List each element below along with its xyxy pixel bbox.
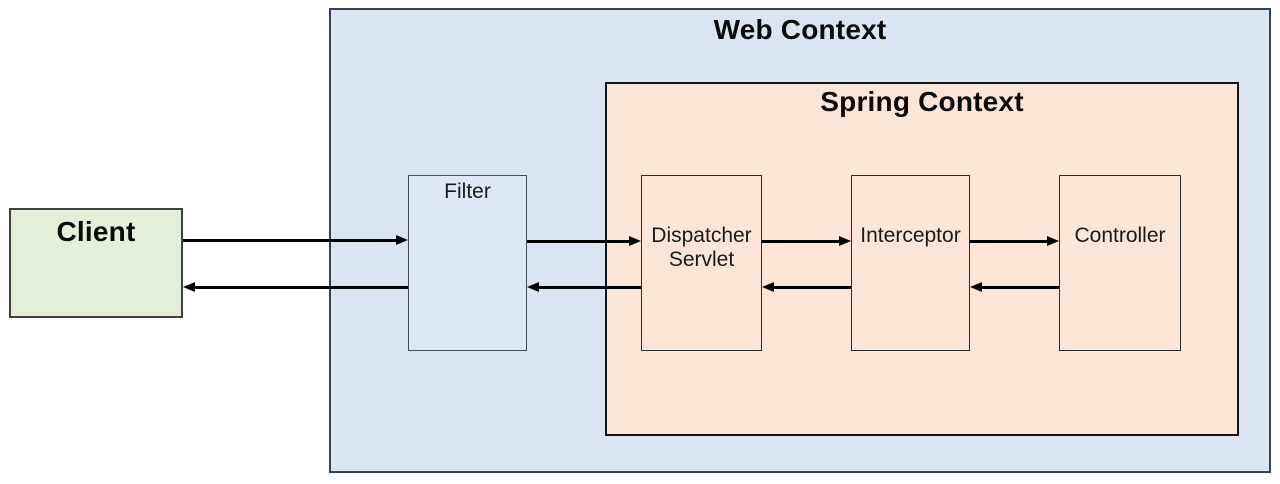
interceptor-node: Interceptor [851,175,970,351]
arrow-client-to-filter-icon [183,239,396,242]
dispatcher-servlet-label: Dispatcher Servlet [651,224,752,271]
dispatcher-servlet-node: Dispatcher Servlet [641,175,762,351]
arrow-filter-to-dispatcher-icon [527,240,629,243]
arrow-filter-to-client-icon [195,286,408,289]
arrow-controller-to-interceptor-icon [982,286,1059,289]
arrow-dispatcher-to-filter-icon [539,286,641,289]
controller-label: Controller [1074,224,1166,247]
arrow-dispatcher-to-interceptor-icon [762,240,839,243]
interceptor-label: Interceptor [860,224,961,247]
client-node: Client [9,208,183,318]
arrow-interceptor-to-dispatcher-icon [774,286,851,289]
arrow-interceptor-to-controller-icon [970,240,1047,243]
web-context-title: Web Context [713,14,887,45]
web-context-container: Web Context Filter Spring Context Dispat… [329,8,1271,473]
controller-node: Controller [1059,175,1181,351]
filter-node: Filter [408,175,527,351]
filter-label: Filter [444,180,491,203]
client-label: Client [56,216,136,247]
spring-context-container: Spring Context Dispatcher Servlet Interc… [605,82,1239,436]
spring-context-title: Spring Context [820,86,1024,117]
